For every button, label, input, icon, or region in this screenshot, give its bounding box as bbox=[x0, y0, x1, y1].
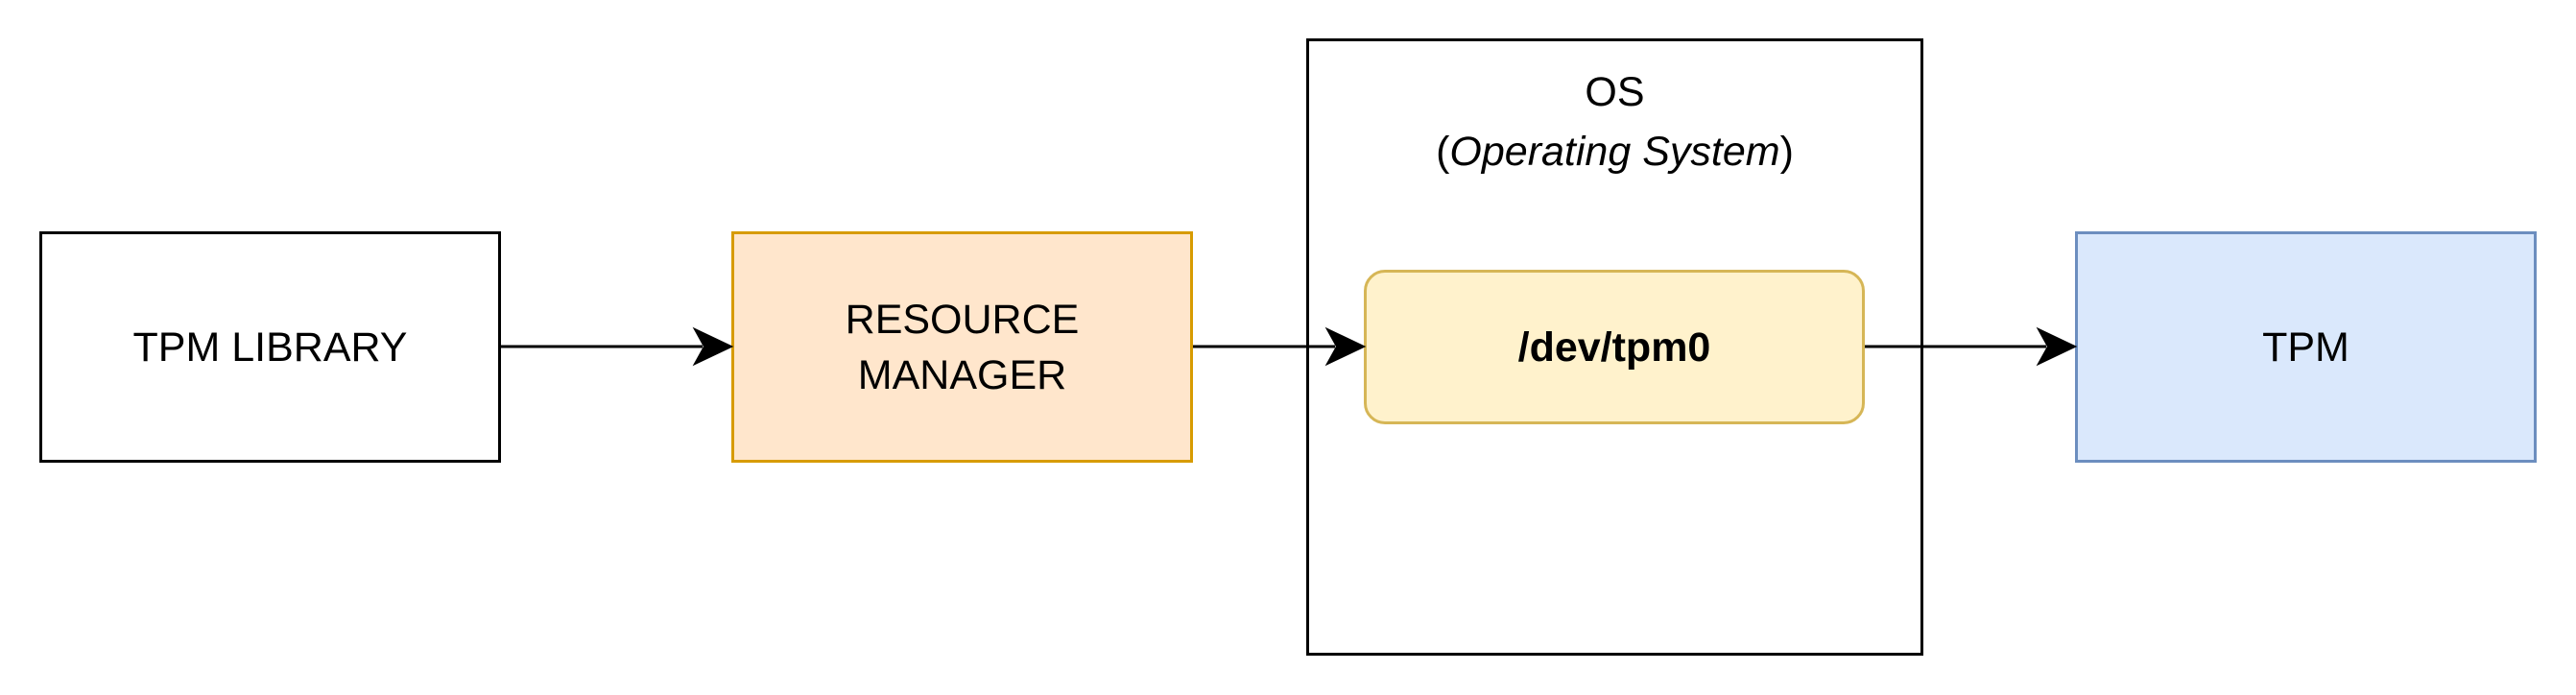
tpm-node: TPM bbox=[2075, 231, 2537, 463]
resource-manager-node: RESOURCE MANAGER bbox=[731, 231, 1193, 463]
os-subtitle-open: ( bbox=[1436, 129, 1450, 175]
edge-resource-manager-to-dev-tpm0-arrowhead bbox=[1324, 326, 1367, 367]
tpm-library-node: TPM LIBRARY bbox=[39, 231, 501, 463]
tpm-library-label: TPM LIBRARY bbox=[132, 324, 408, 371]
dev-tpm0-label: /dev/tpm0 bbox=[1517, 324, 1711, 371]
os-label: OS (Operating System) bbox=[1436, 62, 1794, 181]
os-title: OS bbox=[1585, 69, 1645, 115]
os-subtitle: (Operating System) bbox=[1436, 122, 1794, 181]
edge-dev-tpm0-to-tpm-arrowhead bbox=[2036, 326, 2078, 367]
tpm-label: TPM bbox=[2262, 324, 2349, 371]
os-subtitle-close: ) bbox=[1779, 129, 1794, 175]
dev-tpm0-node: /dev/tpm0 bbox=[1364, 270, 1865, 424]
resource-manager-label-line2: MANAGER bbox=[857, 351, 1067, 398]
resource-manager-label-line1: RESOURCE bbox=[845, 296, 1080, 343]
os-subtitle-italic: Operating System bbox=[1449, 129, 1780, 175]
resource-manager-label: RESOURCE MANAGER bbox=[846, 292, 1080, 403]
edge-tpm-library-to-resource-manager-arrowhead bbox=[692, 326, 734, 367]
